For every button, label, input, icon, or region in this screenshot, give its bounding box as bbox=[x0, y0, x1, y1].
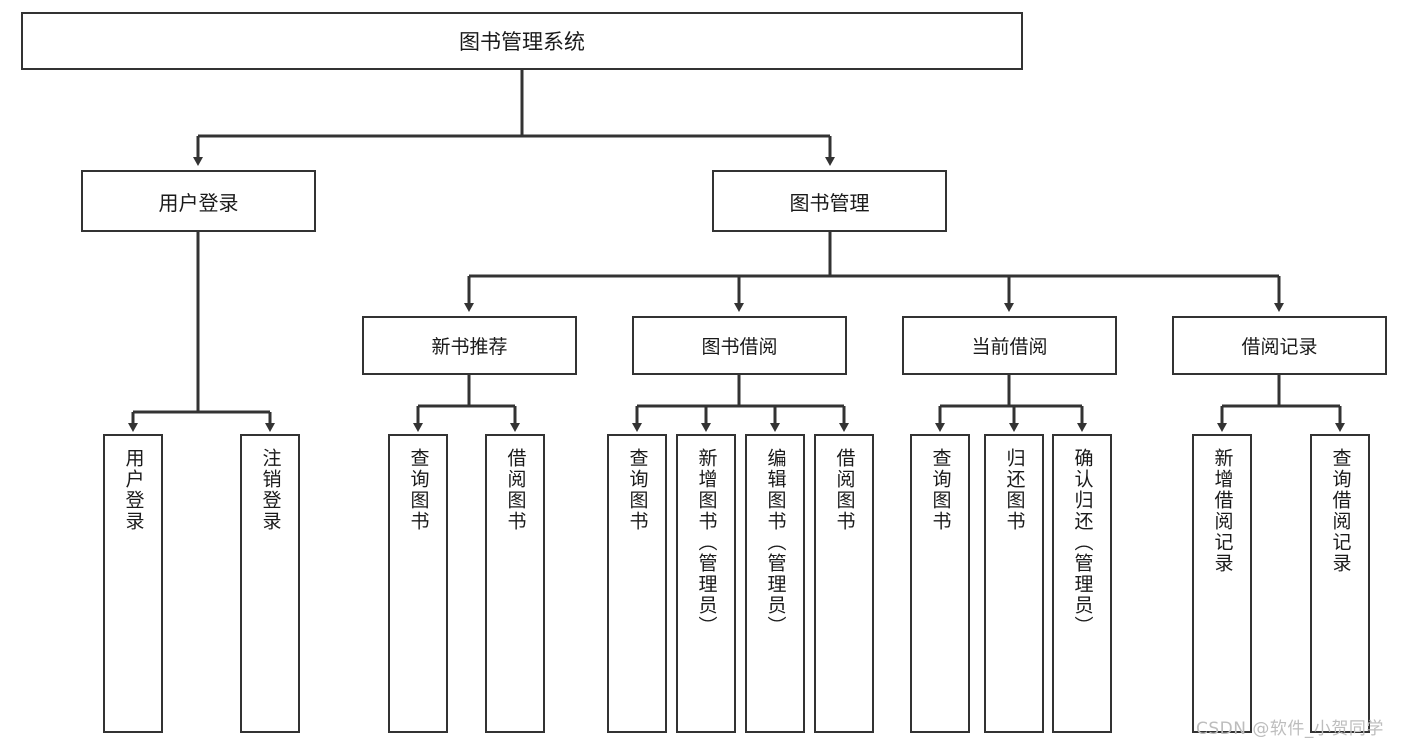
node-current-borrow[interactable]: 当前借阅 bbox=[902, 316, 1117, 375]
leaf-node[interactable]: 查询图书 bbox=[388, 434, 448, 733]
node-user-login-label: 用户登录 bbox=[158, 190, 239, 215]
leaf-node-label: 注销登录 bbox=[259, 448, 282, 532]
leaf-node-label: 新增图书（管理员） bbox=[695, 448, 718, 637]
leaf-node[interactable]: 查询借阅记录 bbox=[1310, 434, 1370, 733]
node-book-management[interactable]: 图书管理 bbox=[712, 170, 947, 232]
leaf-node-label: 借阅图书 bbox=[504, 448, 527, 532]
node-root[interactable]: 图书管理系统 bbox=[21, 12, 1023, 70]
leaf-node-label: 查询借阅记录 bbox=[1329, 448, 1352, 574]
node-book-management-label: 图书管理 bbox=[789, 190, 870, 215]
node-book-borrow-label: 图书借阅 bbox=[701, 336, 778, 358]
leaf-node[interactable]: 新增借阅记录 bbox=[1192, 434, 1252, 733]
leaf-node[interactable]: 确认归还（管理员） bbox=[1052, 434, 1112, 733]
node-current-borrow-label: 当前借阅 bbox=[971, 336, 1048, 358]
leaf-node-label: 用户登录 bbox=[122, 448, 145, 532]
node-borrow-record[interactable]: 借阅记录 bbox=[1172, 316, 1387, 375]
leaf-node[interactable]: 借阅图书 bbox=[485, 434, 545, 733]
leaf-node-label: 借阅图书 bbox=[833, 448, 856, 532]
leaf-node[interactable]: 借阅图书 bbox=[814, 434, 874, 733]
leaf-node[interactable]: 查询图书 bbox=[910, 434, 970, 733]
node-new-book-recommend-label: 新书推荐 bbox=[431, 336, 508, 358]
node-new-book-recommend[interactable]: 新书推荐 bbox=[362, 316, 577, 375]
leaf-node[interactable]: 用户登录 bbox=[103, 434, 163, 733]
leaf-node[interactable]: 新增图书（管理员） bbox=[676, 434, 736, 733]
node-user-login[interactable]: 用户登录 bbox=[81, 170, 316, 232]
leaf-node-label: 归还图书 bbox=[1003, 448, 1026, 532]
node-book-borrow[interactable]: 图书借阅 bbox=[632, 316, 847, 375]
leaf-node-label: 确认归还（管理员） bbox=[1071, 448, 1094, 637]
leaf-node[interactable]: 归还图书 bbox=[984, 434, 1044, 733]
node-root-label: 图书管理系统 bbox=[459, 30, 585, 54]
leaf-node-label: 编辑图书（管理员） bbox=[764, 448, 787, 637]
leaf-node-label: 查询图书 bbox=[626, 448, 649, 532]
leaf-node[interactable]: 编辑图书（管理员） bbox=[745, 434, 805, 733]
leaf-node-label: 查询图书 bbox=[407, 448, 430, 532]
leaf-node-label: 查询图书 bbox=[929, 448, 952, 532]
leaf-node-label: 新增借阅记录 bbox=[1211, 448, 1234, 574]
csdn-watermark: CSDN @软件_小贺同学 bbox=[1196, 719, 1384, 739]
node-borrow-record-label: 借阅记录 bbox=[1241, 336, 1318, 358]
leaf-node[interactable]: 查询图书 bbox=[607, 434, 667, 733]
leaf-node[interactable]: 注销登录 bbox=[240, 434, 300, 733]
